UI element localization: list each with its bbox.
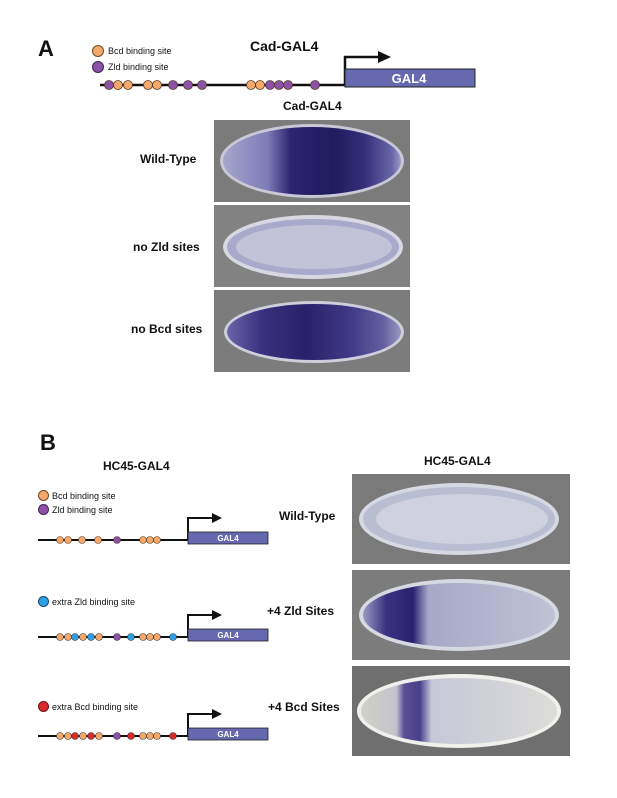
- embryo-image-b-extra-zld: [352, 570, 570, 660]
- images-title-b: HC45-GAL4: [424, 454, 491, 468]
- bcd-site-marker: [38, 490, 49, 501]
- legend-a-bcd: Bcd binding site: [92, 45, 172, 57]
- images-title-a: Cad-GAL4: [283, 99, 342, 113]
- embryo-image-a-wildtype: [214, 120, 410, 202]
- construct-diagram-b-extra-zld: GAL4: [38, 610, 269, 642]
- legend-b-extra-bcd: extra Bcd binding site: [38, 701, 138, 712]
- legend-b-zld: Zld binding site: [38, 504, 113, 515]
- gene-label-b1: GAL4: [217, 534, 239, 543]
- legend-b-extra-zld-label: extra Zld binding site: [52, 596, 136, 607]
- condition-label-a-nozld: no Zld sites: [133, 240, 200, 254]
- legend-a-bcd-label: Bcd binding site: [108, 46, 172, 56]
- zld-site-marker: [38, 504, 49, 515]
- gene-label-a: GAL4: [392, 71, 427, 86]
- extra-zld-site-marker: [38, 596, 49, 607]
- construct-title-b: HC45-GAL4: [103, 459, 170, 473]
- construct-diagram-a: GAL4: [100, 51, 476, 90]
- construct-diagram-b-wildtype: GAL4: [38, 513, 269, 545]
- condition-label-b-extra-bcd: +4 Bcd Sites: [268, 700, 340, 714]
- legend-a-zld: Zld binding site: [92, 61, 169, 73]
- embryo-image-b-wildtype: [352, 474, 570, 564]
- panel-letter-b: B: [40, 430, 56, 455]
- condition-label-b-wildtype: Wild-Type: [279, 509, 336, 523]
- legend-b-extra-zld: extra Zld binding site: [38, 596, 135, 607]
- condition-label-a-nobcd: no Bcd sites: [131, 322, 203, 336]
- condition-label-a-wildtype: Wild-Type: [140, 152, 197, 166]
- condition-label-b-extra-zld: +4 Zld Sites: [267, 604, 335, 618]
- legend-b-extra-bcd-label: extra Bcd binding site: [52, 701, 139, 712]
- zld-site-marker: [92, 61, 104, 73]
- construct-title-a: Cad-GAL4: [250, 38, 319, 54]
- legend-b-zld-label: Zld binding site: [52, 504, 113, 515]
- panel-letter-a: A: [38, 36, 54, 61]
- embryo-image-a-nozld: [214, 205, 410, 287]
- construct-diagram-b-extra-bcd: GAL4: [38, 709, 269, 741]
- bcd-site-marker: [92, 45, 104, 57]
- embryo-image-a-nobcd: [214, 290, 410, 372]
- extra-bcd-site-marker: [38, 701, 49, 712]
- legend-a-zld-label: Zld binding site: [108, 62, 169, 72]
- legend-b-bcd: Bcd binding site: [38, 490, 116, 501]
- legend-b-bcd-label: Bcd binding site: [52, 490, 116, 501]
- gene-label-b3: GAL4: [217, 730, 239, 739]
- gene-label-b2: GAL4: [217, 631, 239, 640]
- embryo-image-b-extra-bcd: [352, 666, 570, 756]
